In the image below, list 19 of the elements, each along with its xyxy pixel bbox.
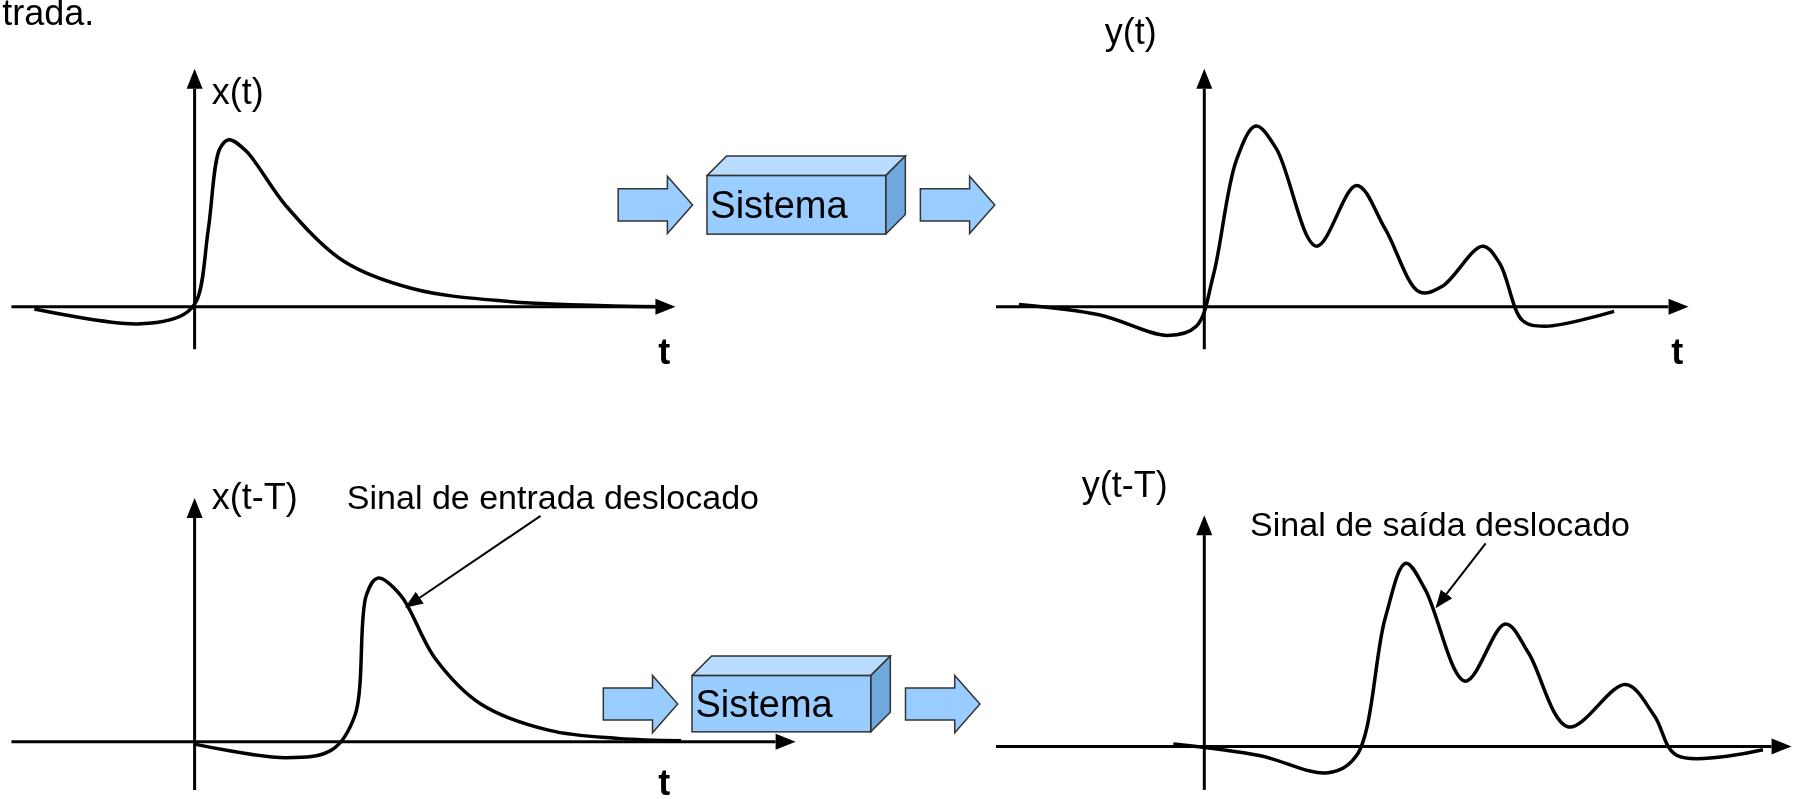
axis-label: x(t-T)	[211, 478, 298, 515]
block-arrow	[602, 673, 679, 735]
signal-curve	[1173, 561, 1764, 775]
block-arrow	[617, 174, 694, 236]
axis-label: y(t-T)	[1081, 467, 1168, 504]
block-label: Sistema	[710, 185, 848, 224]
axis-label: t	[658, 334, 671, 371]
callout-text: Sinal de entrada deslocado	[346, 478, 759, 516]
block-label: Sistema	[695, 685, 833, 723]
block-arrow	[919, 174, 996, 236]
leader-line	[404, 514, 542, 608]
block-arrow	[904, 673, 981, 735]
signal-curve	[194, 576, 682, 760]
axis-label: t	[1671, 334, 1684, 371]
axis-label: x(t)	[211, 74, 264, 111]
leader-line	[1435, 542, 1487, 609]
axis-label: y(t)	[1104, 13, 1157, 50]
callout-text: Sinal de saída deslocado	[1250, 506, 1631, 544]
axis-label: t	[658, 764, 671, 799]
